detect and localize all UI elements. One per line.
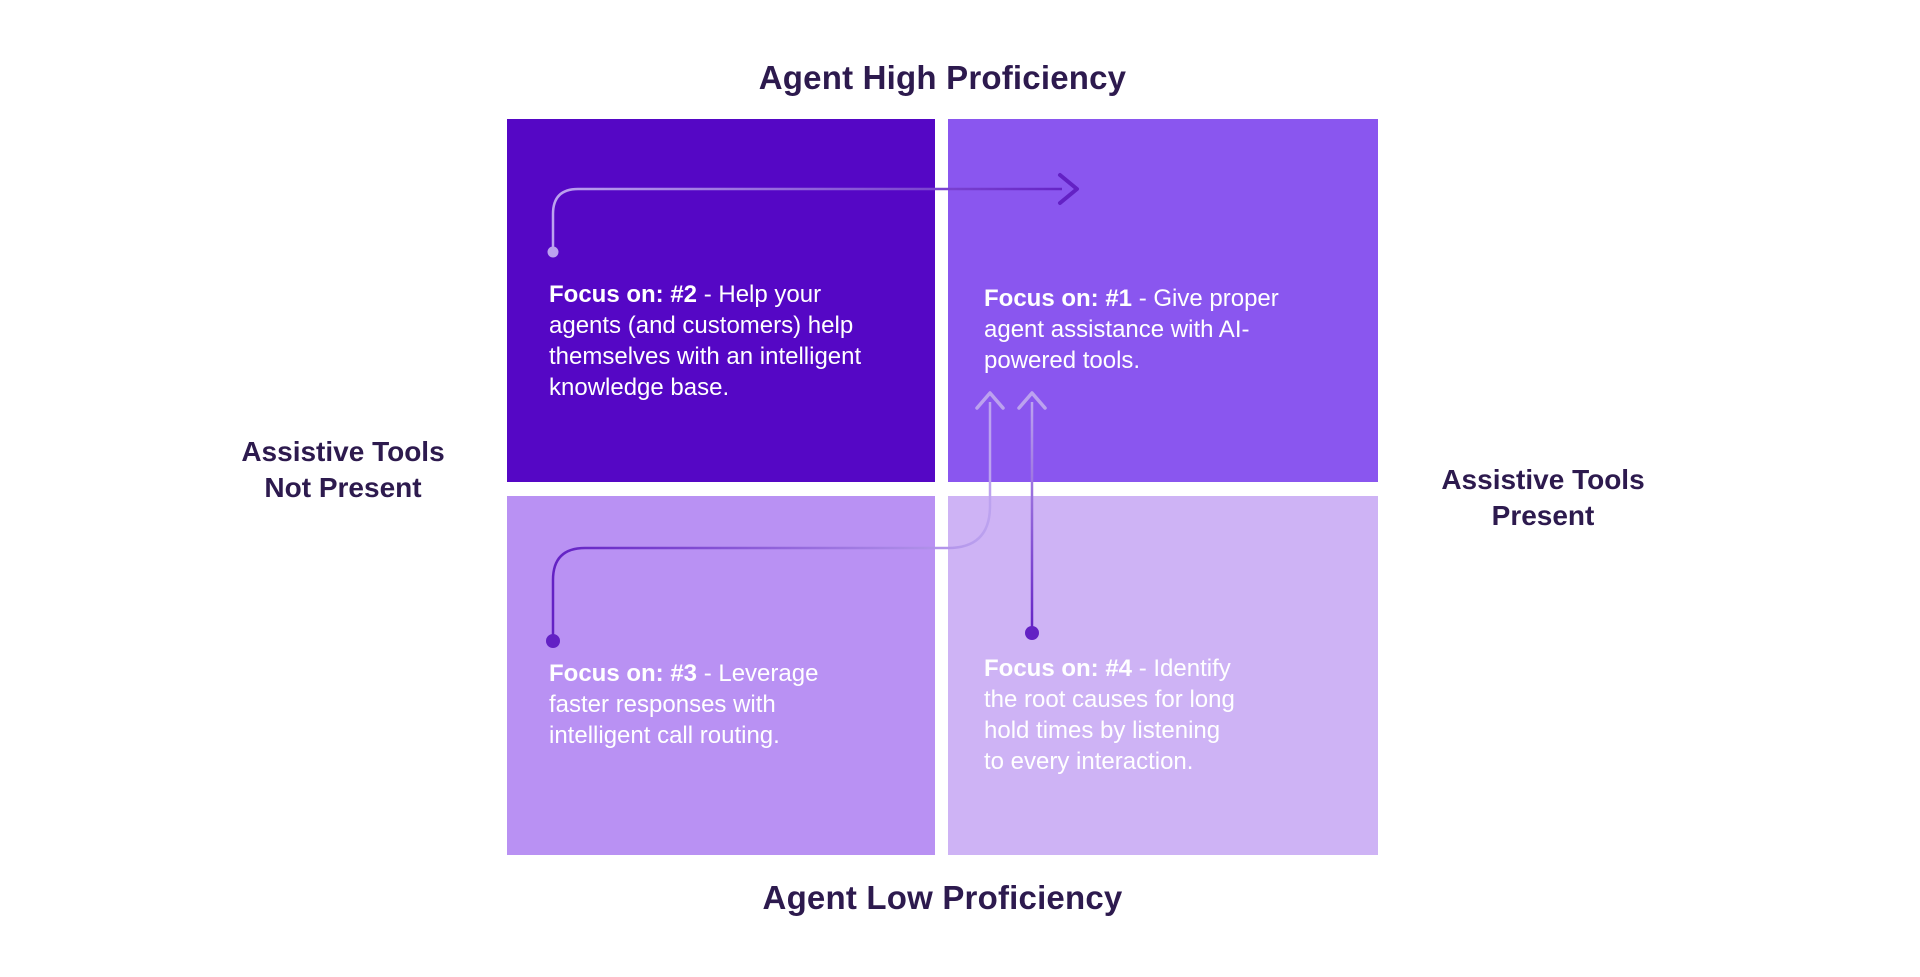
quadrant-3-text: Focus on: #3 - Leverage faster responses…: [549, 658, 849, 751]
axis-label-tools-present: Assistive Tools Present: [1393, 462, 1693, 534]
quadrant-2-focus-label: Focus on: #2: [549, 281, 698, 308]
axis-label-line: Assistive Tools: [1441, 464, 1645, 495]
quadrant-1-text: Focus on: #1 - Give proper agent assista…: [984, 283, 1294, 376]
quadrant-4-description: - Identify the root causes for long hold…: [984, 655, 1235, 775]
axis-label-high-proficiency: Agent High Proficiency: [758, 59, 1127, 96]
quadrant-4-text: Focus on: #4 - Identify the root causes …: [984, 653, 1242, 777]
axis-label-line: Not Present: [264, 472, 422, 503]
axis-label-line: Present: [1491, 500, 1595, 531]
quadrant-1-description: - Give proper agent assistance with AI-p…: [984, 285, 1279, 374]
quadrant-3-description: - Leverage faster responses with intelli…: [549, 660, 819, 749]
axis-label-low-proficiency: Agent Low Proficiency: [762, 879, 1123, 916]
quadrant-2-high-proficiency-no-tools: Focus on: #2 - Help your agents (and cus…: [507, 119, 935, 482]
quadrant-1-focus-label: Focus on: #1: [984, 285, 1133, 312]
quadrant-2-text: Focus on: #2 - Help your agents (and cus…: [549, 279, 879, 403]
quadrant-4-focus-label: Focus on: #4: [984, 655, 1133, 682]
quadrant-3-low-proficiency-no-tools: Focus on: #3 - Leverage faster responses…: [507, 496, 935, 855]
quadrant-4-low-proficiency-tools: Focus on: #4 - Identify the root causes …: [948, 496, 1378, 855]
quadrant-1-high-proficiency-tools: Focus on: #1 - Give proper agent assista…: [948, 119, 1378, 482]
axis-label-tools-not-present: Assistive Tools Not Present: [143, 434, 543, 506]
quadrant-3-focus-label: Focus on: #3: [549, 660, 698, 687]
quadrant-2-description: - Help your agents (and customers) help …: [549, 281, 862, 401]
axis-label-line: Assistive Tools: [241, 436, 445, 467]
